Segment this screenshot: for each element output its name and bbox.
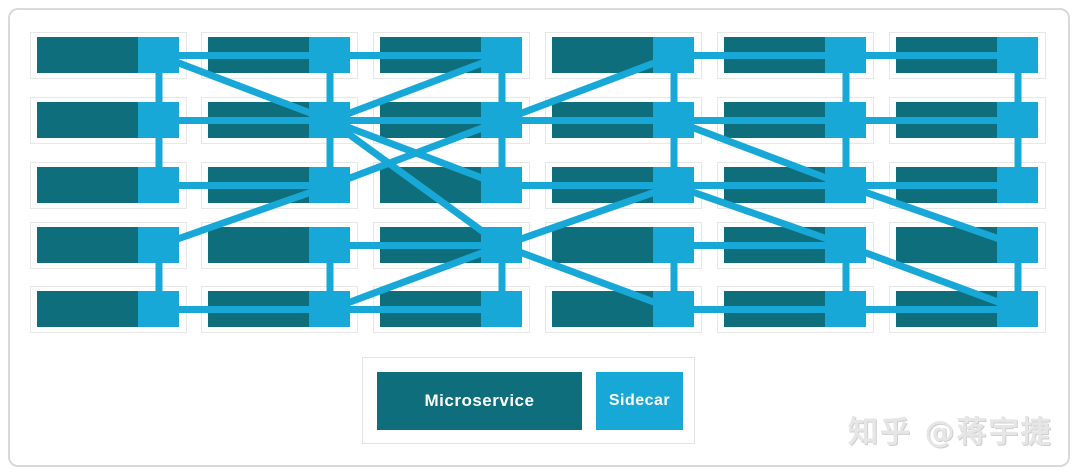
service-cell-c4-r3 (717, 222, 874, 269)
microservice-rect (552, 102, 653, 138)
microservice-rect (37, 227, 138, 263)
legend-sidecar-label: Sidecar (608, 392, 671, 409)
service-cell-c3-r0 (545, 32, 702, 79)
sidecar-rect (481, 167, 522, 203)
sidecar-rect (653, 102, 694, 138)
service-cell-c1-r1 (201, 97, 358, 144)
sidecar-rect (825, 291, 866, 327)
microservice-rect (208, 227, 309, 263)
microservice-rect (896, 291, 997, 327)
sidecar-rect (481, 37, 522, 73)
service-cell-c1-r0 (201, 32, 358, 79)
microservice-rect (896, 167, 997, 203)
service-cell-c2-r1 (373, 97, 530, 144)
microservice-rect (552, 37, 653, 73)
sidecar-rect (825, 102, 866, 138)
service-cell-c2-r0 (373, 32, 530, 79)
sidecar-rect (309, 37, 350, 73)
service-cell-c2-r2 (373, 162, 530, 209)
sidecar-rect (997, 37, 1038, 73)
microservice-rect (380, 291, 481, 327)
service-cell-c1-r4 (201, 286, 358, 333)
microservice-rect (208, 102, 309, 138)
microservice-rect (552, 291, 653, 327)
sidecar-rect (653, 227, 694, 263)
service-cell-c4-r2 (717, 162, 874, 209)
service-cell-c4-r0 (717, 32, 874, 79)
sidecar-rect (138, 102, 179, 138)
sidecar-rect (825, 37, 866, 73)
legend-microservice-label: Microservice (424, 391, 535, 410)
sidecar-rect (309, 291, 350, 327)
sidecar-rect (825, 227, 866, 263)
microservice-rect (380, 167, 481, 203)
microservice-rect (208, 37, 309, 73)
legend-sidecar-swatch: Sidecar (596, 372, 683, 430)
sidecar-rect (481, 227, 522, 263)
microservice-rect (37, 167, 138, 203)
microservice-rect (724, 37, 825, 73)
service-cell-c1-r2 (201, 162, 358, 209)
microservice-rect (380, 102, 481, 138)
legend: Microservice Sidecar (362, 357, 695, 444)
service-cell-c2-r4 (373, 286, 530, 333)
sidecar-rect (653, 167, 694, 203)
service-cell-c3-r3 (545, 222, 702, 269)
service-cell-c5-r3 (889, 222, 1046, 269)
sidecar-rect (997, 227, 1038, 263)
microservice-rect (896, 102, 997, 138)
service-cell-c2-r3 (373, 222, 530, 269)
microservice-rect (37, 291, 138, 327)
sidecar-rect (653, 291, 694, 327)
service-cell-c0-r2 (30, 162, 187, 209)
microservice-rect (724, 291, 825, 327)
sidecar-rect (825, 167, 866, 203)
microservice-rect (37, 37, 138, 73)
service-cell-c5-r4 (889, 286, 1046, 333)
microservice-rect (552, 167, 653, 203)
sidecar-rect (309, 167, 350, 203)
microservice-rect (208, 167, 309, 203)
microservice-rect (724, 167, 825, 203)
service-cell-c3-r4 (545, 286, 702, 333)
service-cell-c5-r1 (889, 97, 1046, 144)
service-cell-c4-r4 (717, 286, 874, 333)
microservice-rect (208, 291, 309, 327)
service-cell-c0-r0 (30, 32, 187, 79)
sidecar-rect (309, 227, 350, 263)
microservice-rect (380, 37, 481, 73)
microservice-rect (380, 227, 481, 263)
sidecar-rect (997, 291, 1038, 327)
sidecar-rect (309, 102, 350, 138)
microservice-rect (724, 102, 825, 138)
service-cell-c5-r2 (889, 162, 1046, 209)
service-cell-c0-r1 (30, 97, 187, 144)
sidecar-rect (138, 167, 179, 203)
service-cell-c0-r4 (30, 286, 187, 333)
microservice-rect (896, 227, 997, 263)
service-cell-c0-r3 (30, 222, 187, 269)
sidecar-rect (481, 291, 522, 327)
service-cell-c3-r1 (545, 97, 702, 144)
microservice-rect (552, 227, 653, 263)
service-cell-c5-r0 (889, 32, 1046, 79)
watermark: 知乎 @蒋宇捷 (848, 415, 1053, 450)
sidecar-rect (138, 37, 179, 73)
sidecar-rect (481, 102, 522, 138)
service-cell-c4-r1 (717, 97, 874, 144)
sidecar-rect (138, 227, 179, 263)
legend-microservice-swatch: Microservice (377, 372, 582, 430)
service-cell-c3-r2 (545, 162, 702, 209)
service-cell-c1-r3 (201, 222, 358, 269)
sidecar-rect (997, 102, 1038, 138)
sidecar-rect (997, 167, 1038, 203)
microservice-rect (896, 37, 997, 73)
microservice-rect (37, 102, 138, 138)
microservice-rect (724, 227, 825, 263)
sidecar-rect (653, 37, 694, 73)
sidecar-rect (138, 291, 179, 327)
